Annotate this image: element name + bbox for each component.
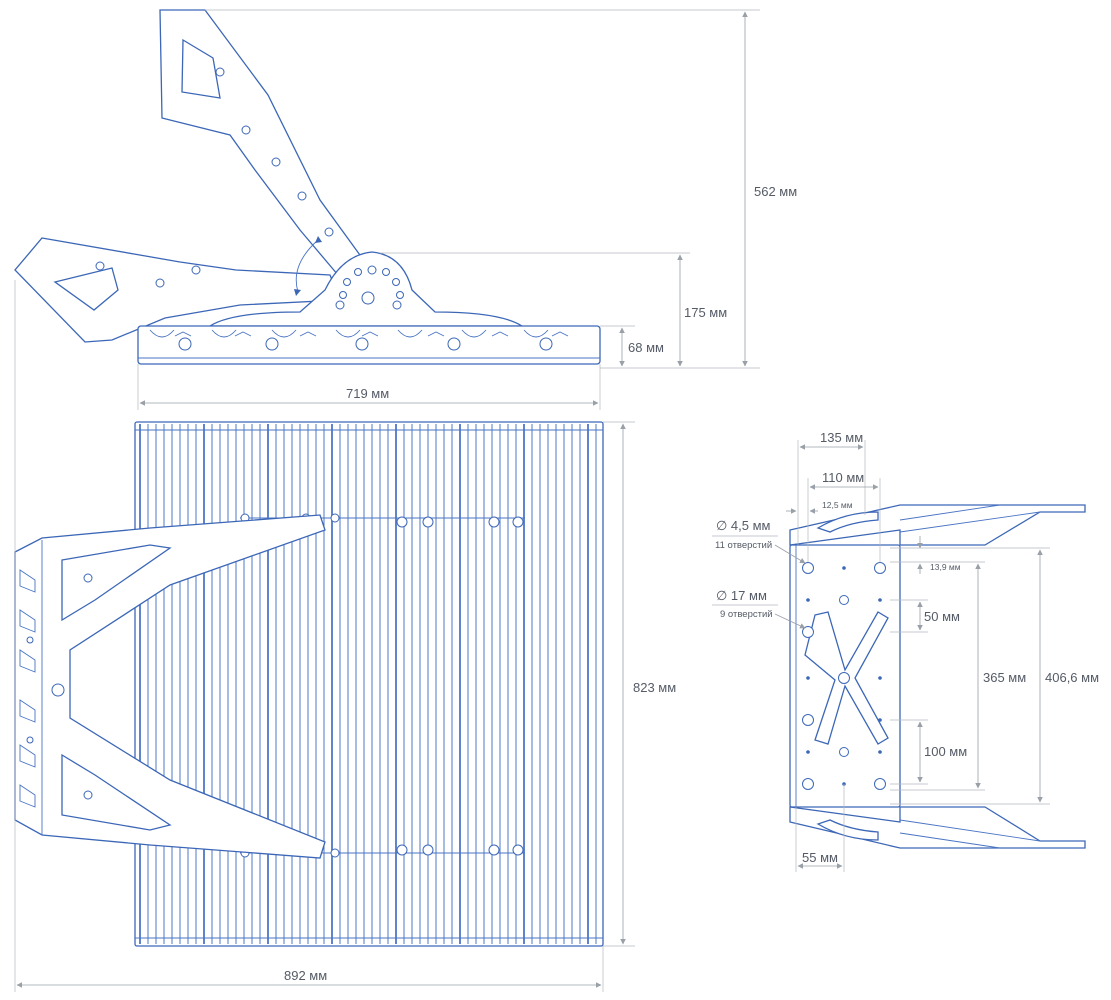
- mount-view: [789, 504, 1086, 849]
- dim-719: 719 мм: [346, 386, 389, 401]
- dim-365: 365 мм: [983, 670, 1026, 685]
- side-view-dimensions: [137, 9, 760, 410]
- hole-small-diameter: ∅ 4,5 мм: [716, 518, 771, 533]
- dim-175: 175 мм: [684, 305, 727, 320]
- hole-large-count: 9 отверстий: [720, 609, 773, 620]
- front-view: [14, 421, 604, 947]
- side-view: [14, 9, 601, 365]
- dim-892: 892 мм: [284, 968, 327, 983]
- dim-406-6: 406,6 мм: [1045, 670, 1099, 685]
- hole-small-count: 11 отверстий: [715, 540, 772, 551]
- dim-50: 50 мм: [924, 609, 960, 624]
- dim-55: 55 мм: [802, 850, 838, 865]
- dim-12-5: 12,5 мм: [822, 500, 853, 510]
- dim-562: 562 мм: [754, 184, 797, 199]
- mount-view-dimensions: [712, 440, 1050, 872]
- dim-68: 68 мм: [628, 340, 664, 355]
- dim-823: 823 мм: [633, 680, 676, 695]
- dim-110: 110 мм: [822, 470, 864, 485]
- front-view-dimensions: [14, 280, 635, 992]
- hole-large-diameter: ∅ 17 мм: [716, 588, 767, 603]
- dim-13-9: 13,9 мм: [930, 562, 961, 572]
- dim-135: 135 мм: [820, 430, 863, 445]
- labels: 562 мм 175 мм 68 мм 719 мм 823 мм 892 мм…: [284, 184, 1099, 983]
- dim-100: 100 мм: [924, 744, 967, 759]
